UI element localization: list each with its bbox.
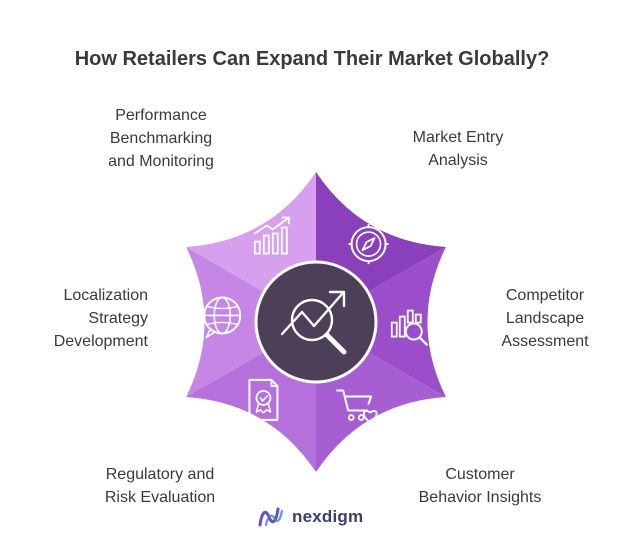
- label-line: Regulatory and: [105, 466, 215, 483]
- logo-text: nexdigm: [292, 507, 364, 526]
- label-line: Landscape: [505, 310, 585, 327]
- brand-logo: nexdigm: [256, 505, 363, 529]
- label-line: Strategy: [88, 310, 148, 327]
- label-regulatory-risk: Regulatory and Risk Evaluation: [84, 463, 236, 509]
- diagram-segment: [316, 247, 446, 397]
- growth-chart-icon: [253, 216, 290, 255]
- label-line: Risk Evaluation: [104, 489, 216, 506]
- label-performance-benchmarking: Performance Benchmarking and Monitoring: [86, 104, 236, 173]
- certificate-icon: [248, 378, 279, 421]
- label-market-entry-analysis: Market Entry Analysis: [388, 126, 528, 172]
- page-title: How Retailers Can Expand Their Market Gl…: [74, 48, 550, 70]
- label-line: Analysis: [428, 152, 488, 169]
- compass-icon: [348, 224, 389, 265]
- label-line: Development: [53, 333, 148, 350]
- label-line: Customer: [445, 466, 515, 483]
- trend-magnifier-icon: [280, 290, 347, 355]
- diagram-segment: [186, 247, 316, 397]
- label-line: Market Entry: [412, 129, 504, 146]
- center-hub: [254, 260, 378, 384]
- label-line: Localization: [63, 287, 149, 304]
- label-line: and Monitoring: [108, 153, 214, 170]
- magnifier-chart-icon: [390, 309, 428, 346]
- label-line: Behavior Insights: [418, 489, 542, 506]
- label-line: Competitor: [505, 287, 585, 304]
- label-localization-strategy: Localization Strategy Development: [14, 284, 148, 353]
- label-line: Benchmarking: [109, 130, 213, 147]
- label-line: Performance: [115, 107, 207, 124]
- nexdigm-logo-mark: [258, 507, 284, 527]
- cart-heart-icon: [336, 389, 378, 424]
- label-line: Assessment: [501, 333, 589, 350]
- globe-icon: [203, 296, 242, 339]
- label-customer-behavior: Customer Behavior Insights: [392, 463, 568, 509]
- label-competitor-landscape: Competitor Landscape Assessment: [480, 284, 610, 353]
